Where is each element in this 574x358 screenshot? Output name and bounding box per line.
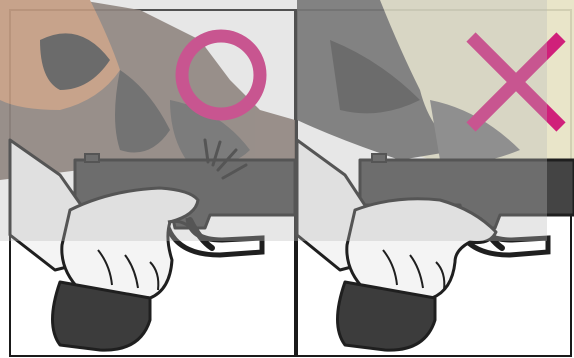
photo-overlay — [0, 0, 547, 241]
